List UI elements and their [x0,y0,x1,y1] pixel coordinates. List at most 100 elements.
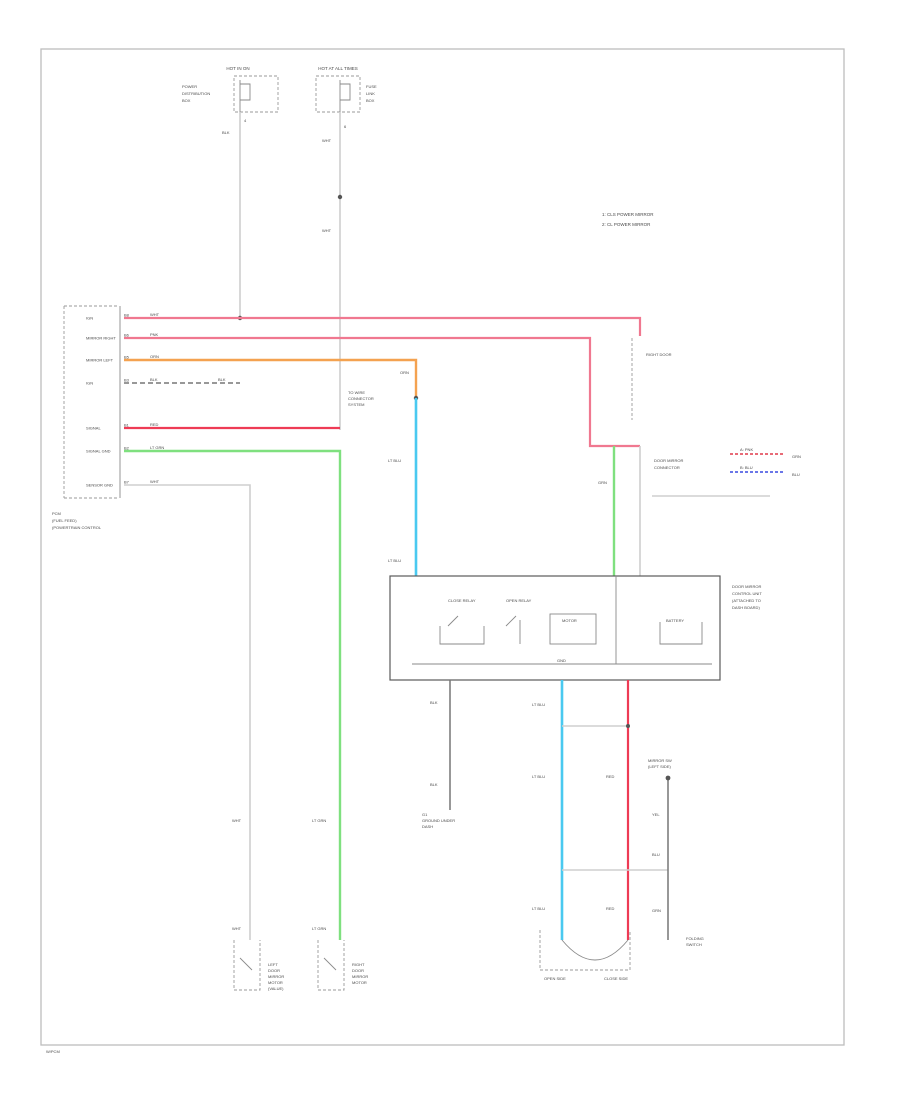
ground-label-2: GROUND UNDER [422,818,455,823]
relay-ground-label: GND [557,658,566,663]
fuse-right-header: HOT AT ALL TIMES [318,66,358,71]
relay-title-2: CONTROL UNIT [732,591,762,596]
wire-wht-left [124,484,251,940]
left-motor-line-2: DOOR [268,968,280,973]
folding-motor-symbol [561,939,629,961]
pcm-title-3: (POWERTRAIN CONTROL [52,525,102,530]
wire-label-lt-blu-5: LT BLU [532,906,545,911]
pcm-pin-number: B6 [124,333,130,338]
fuse-right-pin: 6 [344,124,347,129]
pcm-pin-name: MIRROR RIGHT [86,336,116,341]
folding-close-label: CLOSE SIDE [604,976,628,981]
right-motor-symbol [323,957,337,971]
wire-label-grn: GRN [598,480,607,485]
center-label-2: CONNECTOR [348,396,374,401]
left-motor-line-5: (VALUE) [268,986,284,991]
left-motor-line-4: MOTOR [268,980,283,985]
center-label-1: TO WIRE [348,390,365,395]
right-switch-label: RIGHT DOOR [646,352,672,357]
wire-pink-top [124,316,642,336]
fuse-right-outline [315,75,361,113]
left-motor-outline [233,940,261,991]
wire-label-red: RED [150,422,159,427]
wire-label-wht-lower: WHT [232,818,242,823]
wire-label-lt-blu-4: LT BLU [532,774,545,779]
fuse-right-label-3: BOX [366,98,375,103]
relay-section-open: OPEN RELAY [506,598,532,603]
wire-label-blu: BLU [652,852,660,857]
relay-box: GND CLOSE RELAY OPEN RELAY MOTOR BATTERY… [389,575,762,681]
wire-label-wht: WHT [150,479,160,484]
relay-close-symbol [439,615,485,645]
right-motor-line-1: RIGHT [352,962,365,967]
left-motor-line-3: MIRROR [268,974,284,979]
pcm-pin-name: MIRROR LEFT [86,358,114,363]
pcm-pin-number: B7 [124,480,130,485]
wire-lt-grn [124,449,342,940]
splice-node-top [337,194,343,200]
wire-label-yel: YEL [652,812,660,817]
relay-motor-symbol [549,613,597,645]
door-connector-wire-a-label: A: PNK [740,447,753,452]
pcm-title-2: (FUEL FEED) [52,518,77,523]
left-motor-symbol [239,957,253,971]
pcm-pin-name: SIGNAL [86,426,101,431]
folding-unit-outline [539,930,631,971]
relay-title-1: DOOR MIRROR [732,584,761,589]
splice-node-red [626,724,630,728]
wire-label-lt-blu-1: LT BLU [388,458,401,463]
fuse-right-symbol [339,80,351,112]
footer-label: W/PCM [46,1049,60,1054]
pcm-title-1: PCM [52,511,61,516]
pcm-pin-name: SENSOR GND [86,483,113,488]
wire-label-red-2: RED [606,774,615,779]
fuse-left-outline [233,75,279,113]
left-door-mirror-motor: LEFT DOOR MIRROR MOTOR (VALUE) [233,940,284,991]
relay-section-motor: MOTOR [562,618,577,623]
wire-label-pink: PNK [150,332,159,337]
wire-label-wht-top: WHT [150,312,160,317]
wire-pink-mid [124,336,640,448]
fuse-right-wire: WHT [322,138,332,143]
legend-item-1: 1: CLS POWER MIRROR [602,212,654,217]
fuse-left-label-2: DISTRIBUTION [182,91,210,96]
center-label-3: SYSTEM [348,402,364,407]
door-connector-label-2: CONNECTOR [654,465,680,470]
fuse-box-left: HOT IN ON POWER DISTRIBUTION BOX 4 BLK [182,66,279,135]
right-door-mirror-motor: RIGHT DOOR MIRROR MOTOR [317,940,368,991]
wire-label-lt-blu-3: LT BLU [532,702,545,707]
door-connector-term-b: BLU [792,472,800,477]
pcm-pin-number: B3 [124,378,130,383]
wire-label-blk: BLK [150,377,158,382]
folding-unit-label-2: SWITCH [686,942,702,947]
relay-open-symbol [505,615,521,644]
mirror-switch-node [665,775,671,781]
door-connector-wire-b-label: B: BLU [740,465,753,470]
legend-item-2: 2: CL POWER MIRROR [602,222,651,227]
relay-section-close: CLOSE RELAY [448,598,476,603]
wire-label-lt-blu-2: LT BLU [388,558,401,563]
wire-label-lt-grn: LT GRN [150,445,164,450]
fuse-left-label-1: POWER [182,84,197,89]
pcm-pin-name: IGN [86,381,93,386]
mirror-switch-label-1: MIRROR SW [648,758,672,763]
wire-orange [124,358,418,398]
fuse-left-header: HOT IN ON [226,66,249,71]
wire-label-blk-ground: BLK [430,700,438,705]
wire-label-blk-2: BLK [218,377,226,382]
fuse-right-wire-2: WHT [322,228,332,233]
pcm-outline [63,305,118,499]
door-connector-label-1: DOOR MIRROR [654,458,683,463]
diagram-frame [40,48,845,1046]
right-motor-line-2: DOOR [352,968,364,973]
pcm-pin-number: B2 [124,446,130,451]
fuse-right-label-1: FUSE [366,84,377,89]
fuse-left-label-3: BOX [182,98,191,103]
wire-label-lt-grn-lower-2: LT GRN [312,926,326,931]
pcm-pin-number: B1 [124,423,130,428]
right-motor-line-4: MOTOR [352,980,367,985]
door-connector-term-a: GRN [792,454,801,459]
relay-battery-symbol [659,622,703,645]
relay-section-battery: BATTERY [666,618,684,623]
